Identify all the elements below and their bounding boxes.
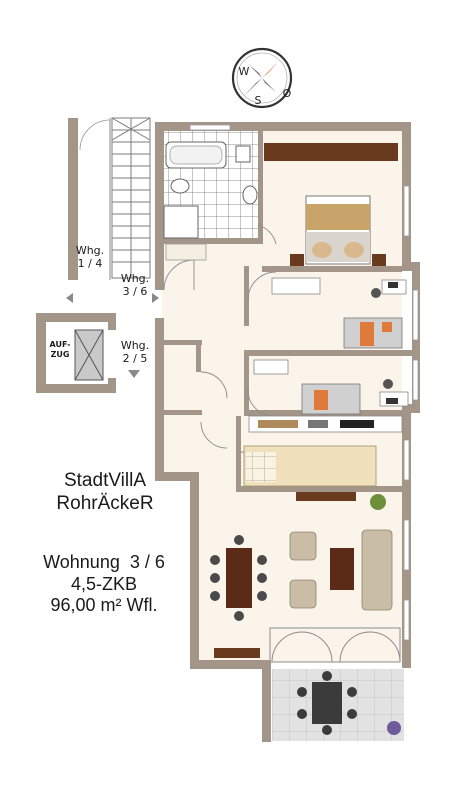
compass-north-label: N xyxy=(272,58,279,69)
double-bed xyxy=(305,195,371,265)
compass-needle-south xyxy=(243,78,262,97)
toilet xyxy=(242,185,258,205)
arrow-right-icon xyxy=(152,293,159,303)
nightstand xyxy=(372,254,386,266)
entry-arrows xyxy=(66,293,159,378)
stairwell xyxy=(68,117,151,280)
wardrobe xyxy=(253,359,289,375)
apartment-name: Wohnung 3 / 6 xyxy=(43,552,165,572)
compass-south-label: S xyxy=(255,94,262,107)
sofa xyxy=(361,529,393,611)
cabinet xyxy=(214,648,260,658)
child-room-1 xyxy=(271,277,407,349)
compass: N O S W xyxy=(231,47,293,109)
kitchen xyxy=(243,415,403,487)
compass-west-label: W xyxy=(239,65,250,78)
bedroom xyxy=(264,143,398,266)
armchair xyxy=(289,531,317,561)
dining-table xyxy=(210,535,267,621)
chair xyxy=(383,379,393,389)
bathroom xyxy=(163,131,258,261)
compass-needle-north xyxy=(262,59,281,78)
chair xyxy=(371,288,381,298)
arrow-left-icon xyxy=(66,293,73,303)
plant xyxy=(387,721,401,735)
unit-label-1-4: Whg. 1 / 4 xyxy=(75,244,105,271)
living-room xyxy=(210,492,393,658)
sideboard xyxy=(296,492,356,501)
terrace xyxy=(272,669,404,741)
wardrobe-hall xyxy=(165,243,207,261)
elevator-label: AUF- ZUG xyxy=(49,340,71,359)
terrace-table xyxy=(312,682,342,724)
project-title: StadtVillA RohrÄckeR xyxy=(56,470,154,514)
elevator xyxy=(36,313,116,393)
child-room-2 xyxy=(253,359,409,415)
coffee-table xyxy=(330,548,354,590)
apartment-type: 4,5-ZKB xyxy=(70,573,138,594)
armchair xyxy=(289,579,317,609)
arrow-down-icon xyxy=(128,370,140,378)
apartment-info: Wohnung 3 / 6 4,5-ZKB 96,00 m² Wfl. xyxy=(14,552,194,617)
plant xyxy=(370,494,386,510)
apartment-area: 96,00 m² Wfl. xyxy=(50,595,158,616)
unit-label-2-5: Whg. 2 / 5 xyxy=(120,339,150,366)
nightstand xyxy=(290,254,304,266)
wardrobe xyxy=(264,143,398,161)
unit-label-3-6: Whg. 3 / 6 xyxy=(120,272,150,299)
sink xyxy=(170,178,190,194)
compass-east-label: O xyxy=(283,87,292,100)
wardrobe xyxy=(271,277,321,295)
shower xyxy=(163,205,199,239)
bed xyxy=(301,383,361,415)
